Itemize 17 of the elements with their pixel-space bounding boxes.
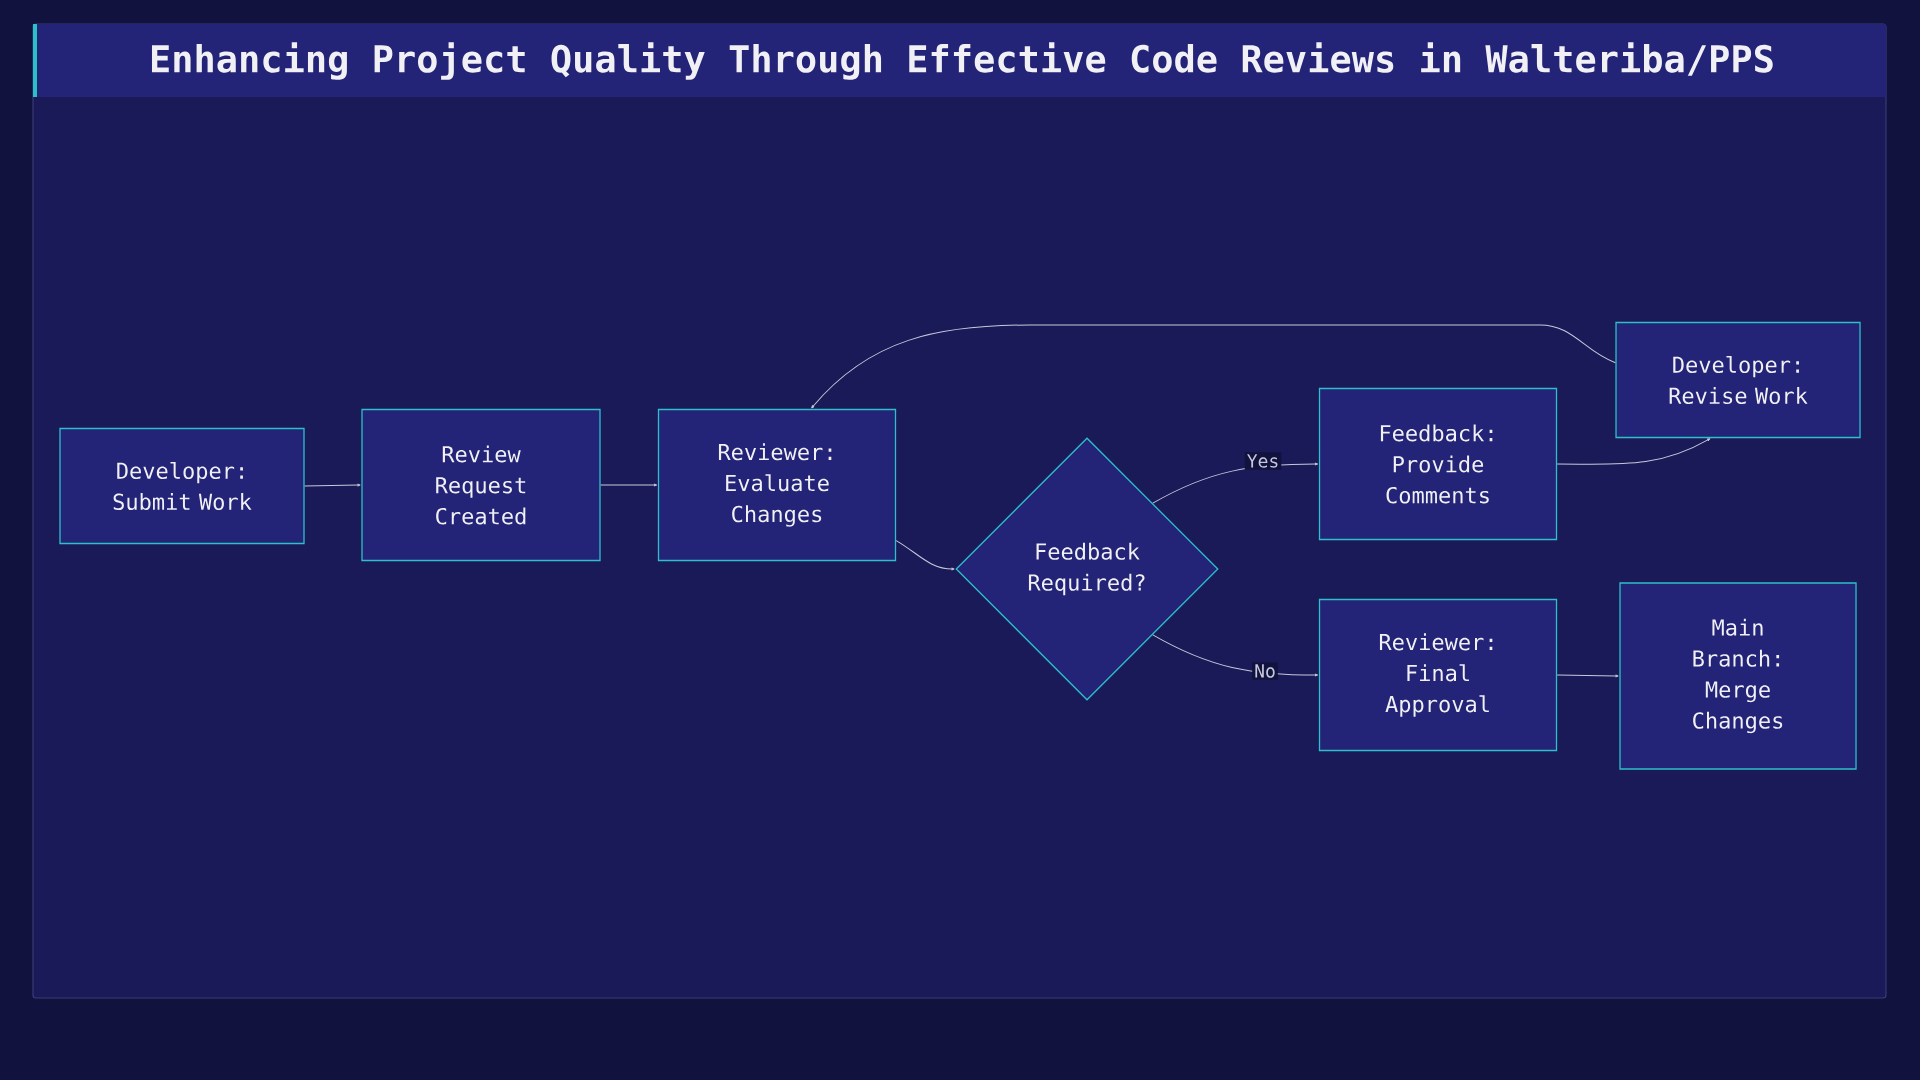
process-box: Reviewer: Evaluate Changes [657, 408, 897, 562]
process-box: Review Request Created [361, 408, 601, 562]
process-box: Developer: Submit Work [59, 427, 305, 545]
arrow [304, 483, 361, 487]
arrow [895, 540, 955, 571]
process-box: Main Branch: Merge Changes [1619, 582, 1857, 770]
arrow [1556, 438, 1711, 465]
process-box: Feedback: Provide Comments [1318, 387, 1558, 541]
arrow [600, 483, 658, 487]
process-box: Developer: Revise Work [1615, 321, 1861, 439]
process-box: Reviewer: Final Approval [1318, 598, 1558, 752]
arrow [811, 324, 1616, 409]
diagram-title: Enhancing Project Quality Through Effective Code Reviews in Walteriba/PPS [151, 42, 1773, 80]
edge-label: No [1252, 662, 1278, 680]
arrow [1152, 634, 1319, 677]
arrow [1556, 674, 1619, 678]
edge-label: Yes [1244, 452, 1282, 470]
